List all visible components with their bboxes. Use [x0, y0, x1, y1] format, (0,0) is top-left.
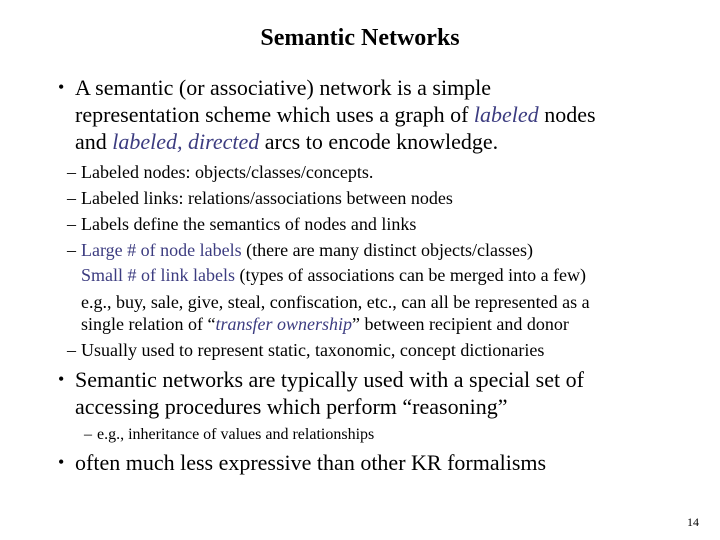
text-line: Labeled links: relations/associations be… — [81, 186, 453, 210]
text-run: single relation of “ — [81, 314, 216, 334]
bullet-text: Semantic networks are typically used wit… — [75, 366, 584, 420]
text-run: often much less expressive than other KR… — [75, 450, 547, 475]
highlighted-text-run: Large # of node labels — [81, 240, 242, 260]
page-number: 14 — [687, 515, 699, 529]
text-run: nodes — [538, 102, 596, 127]
bullet-accessing-procedures: • Semantic networks are typically used w… — [58, 366, 584, 420]
text-run: arcs to encode knowledge. — [259, 129, 499, 154]
text-line: Small # of link labels (types of associa… — [81, 263, 586, 287]
slide-title: Semantic Networks — [260, 25, 460, 51]
text-run: (types of associations can be merged int… — [234, 265, 587, 285]
text-run: e.g., inheritance of values and relation… — [97, 426, 375, 443]
sub-bullet-labeled-links: – Labeled links: relations/associations … — [67, 186, 453, 210]
highlighted-text-run: Small # of link labels — [81, 265, 235, 285]
sub-bullet-labeled-nodes: – Labeled nodes: objects/classes/concept… — [67, 160, 373, 184]
dash-icon: – — [67, 188, 76, 208]
text-line: accessing procedures which perform “reas… — [75, 393, 584, 420]
sub-bullet-large-node-labels: – Large # of node labels (there are many… — [67, 238, 533, 262]
bullet-icon: • — [58, 452, 65, 472]
text-run: and — [75, 129, 113, 154]
sub-bullet-text: Small # of link labels (types of associa… — [81, 263, 586, 287]
sub-bullet-text: Large # of node labels (there are many d… — [81, 238, 533, 262]
text-line: Usually used to represent static, taxono… — [81, 338, 544, 362]
text-line: single relation of “transfer ownership” … — [81, 313, 590, 335]
text-run: Semantic networks are typically used wit… — [75, 367, 584, 392]
text-run: ” between recipient and donor — [351, 314, 569, 334]
text-line: often much less expressive than other KR… — [75, 449, 546, 476]
bullet-icon: • — [58, 369, 65, 389]
text-line: and labeled, directed arcs to encode kno… — [75, 128, 596, 155]
dash-icon: – — [67, 240, 76, 260]
sub-bullet-text: Labels define the semantics of nodes and… — [81, 212, 416, 236]
bullet-icon: • — [58, 77, 65, 97]
text-run: A semantic (or associative) network is a… — [75, 75, 492, 100]
text-line: e.g., inheritance of values and relation… — [97, 425, 374, 445]
bullet-less-expressive: • often much less expressive than other … — [58, 449, 546, 476]
bullet-definition-text: A semantic (or associative) network is a… — [75, 74, 596, 155]
sub-bullet-small-link-labels: Small # of link labels (types of associa… — [81, 263, 586, 287]
sub-bullet-text: e.g., inheritance of values and relation… — [97, 425, 374, 445]
sub-bullet-example-transfer-ownership: e.g., buy, sale, give, steal, confiscati… — [81, 291, 590, 335]
text-line: A semantic (or associative) network is a… — [75, 74, 596, 101]
text-run: accessing procedures which perform “reas… — [75, 394, 508, 419]
sub-bullet-labels-define: – Labels define the semantics of nodes a… — [67, 212, 416, 236]
text-run: Labeled links: relations/associations be… — [81, 188, 453, 208]
text-run: Labeled nodes: objects/classes/concepts. — [81, 162, 374, 182]
text-run: Labels define the semantics of nodes and… — [81, 214, 417, 234]
highlighted-text-run: labeled, directed — [112, 129, 260, 154]
text-line: representation scheme which uses a graph… — [75, 101, 596, 128]
text-line: e.g., buy, sale, give, steal, confiscati… — [81, 291, 590, 313]
sub-bullet-inheritance: – e.g., inheritance of values and relati… — [84, 425, 374, 445]
dash-icon: – — [67, 162, 76, 182]
sub-bullet-text: Labeled nodes: objects/classes/concepts. — [81, 160, 373, 184]
dash-icon: – — [67, 214, 76, 234]
dash-icon: – — [67, 340, 76, 360]
text-run: e.g., buy, sale, give, steal, confiscati… — [81, 292, 590, 312]
text-line: Labels define the semantics of nodes and… — [81, 212, 416, 236]
sub-bullet-usually-used: – Usually used to represent static, taxo… — [67, 338, 544, 362]
dash-icon: – — [84, 426, 92, 443]
highlighted-text-run: labeled — [473, 102, 539, 127]
text-line: Labeled nodes: objects/classes/concepts. — [81, 160, 373, 184]
highlighted-text-run: transfer ownership — [215, 314, 352, 334]
text-line: Large # of node labels (there are many d… — [81, 238, 533, 262]
bullet-definition: • A semantic (or associative) network is… — [58, 74, 596, 155]
sub-bullet-text: Usually used to represent static, taxono… — [81, 338, 544, 362]
sub-bullet-text: e.g., buy, sale, give, steal, confiscati… — [81, 291, 590, 335]
bullet-text: often much less expressive than other KR… — [75, 449, 546, 476]
text-run: (there are many distinct objects/classes… — [241, 240, 534, 260]
sub-bullet-text: Labeled links: relations/associations be… — [81, 186, 453, 210]
text-run: representation scheme which uses a graph… — [75, 102, 474, 127]
text-line: Semantic networks are typically used wit… — [75, 366, 584, 393]
text-run: Usually used to represent static, taxono… — [81, 340, 545, 360]
